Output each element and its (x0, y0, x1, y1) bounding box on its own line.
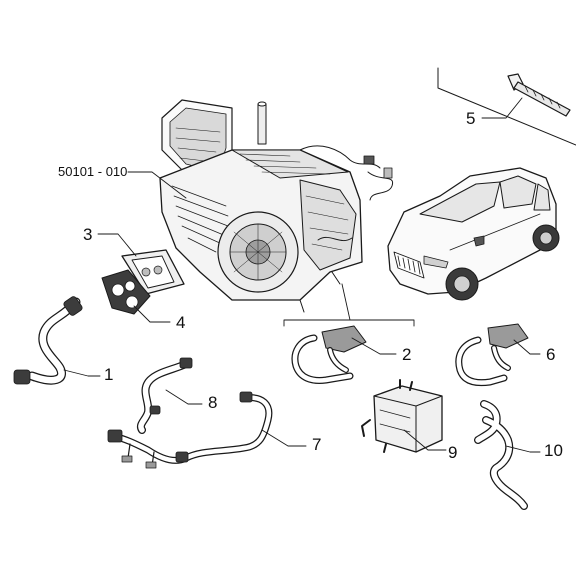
callout-8: 8 (208, 393, 218, 412)
callout-7: 7 (312, 435, 322, 454)
callout-3: 3 (83, 225, 93, 244)
part-2-group-bracket (283, 319, 415, 327)
callout-9: 9 (448, 443, 458, 462)
leader-8 (165, 389, 203, 405)
part-3-frame-gasket (121, 249, 185, 295)
part-7-hose-assembly (107, 391, 273, 469)
part-2-hose-assembly (291, 325, 367, 384)
part-8-hose (136, 357, 193, 434)
leader-6 (513, 339, 541, 355)
assembly-leader-line (127, 171, 187, 199)
leader-4 (133, 305, 171, 323)
part-5-screw (507, 73, 571, 117)
leader-3 (97, 233, 137, 257)
leader-7 (261, 429, 307, 447)
part-9-canister (361, 379, 443, 453)
part-1-drain-hose (13, 296, 83, 385)
leader-9 (403, 429, 447, 451)
vehicle-illustration (387, 167, 560, 301)
part-6-hose-assembly (455, 323, 529, 387)
assembly-reference-label: 50101 - 010 (58, 164, 128, 179)
leader-1 (63, 369, 101, 377)
part-10-pipe (474, 400, 528, 510)
callout-5: 5 (466, 109, 476, 128)
callout-4: 4 (176, 313, 186, 332)
callout-2: 2 (402, 345, 412, 364)
callout-6: 6 (546, 345, 556, 364)
leader-10 (505, 445, 541, 453)
vehicle-bracket-pointer (341, 283, 351, 321)
part-4-grommet (101, 269, 151, 315)
leader-2 (351, 337, 397, 355)
callout-10: 10 (544, 441, 563, 460)
corner-inset-box (437, 67, 576, 146)
callout-1: 1 (104, 365, 114, 384)
hvac-unit-assembly (159, 99, 394, 313)
leader-5 (481, 97, 523, 119)
